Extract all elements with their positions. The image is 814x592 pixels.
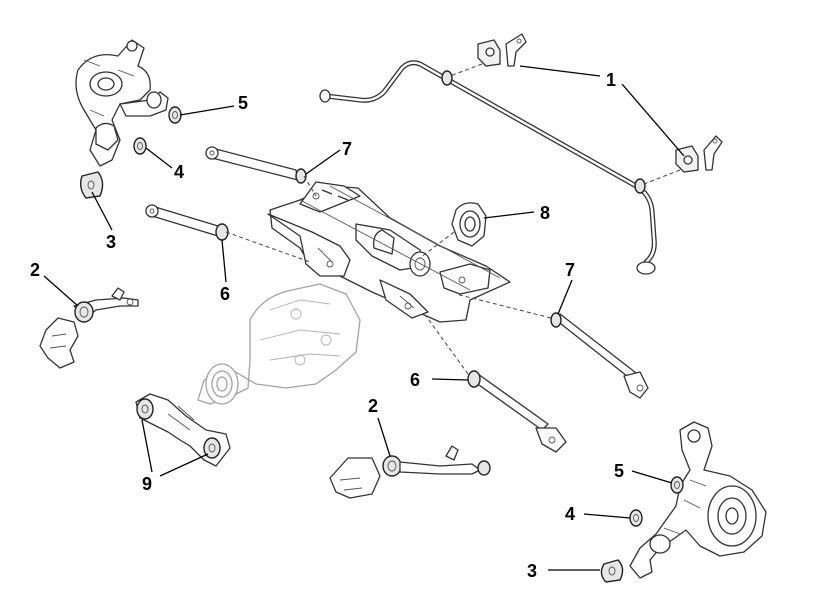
callout-9: 9 [142, 474, 152, 494]
callout-labels: 1 5 4 3 7 8 6 2 7 6 2 9 5 4 3 [30, 70, 624, 581]
callout-7-right: 7 [565, 260, 575, 280]
callout-4-left: 4 [174, 162, 184, 182]
bushing-4-left [133, 137, 147, 155]
callout-7-upper: 7 [342, 139, 352, 159]
lower-lateral-arm-left [145, 204, 229, 241]
trailing-arm-left [39, 287, 139, 369]
bushing-4-right [629, 509, 643, 527]
stabilizer-bushing-bracket-upper [477, 33, 527, 67]
leader-lines [43, 65, 685, 571]
upper-lateral-arm-right [550, 312, 649, 399]
callout-8: 8 [540, 203, 550, 223]
bushing-3-right [600, 559, 624, 583]
bushing-5-left [168, 106, 182, 124]
lower-lateral-arm-right [467, 370, 567, 453]
callout-1: 1 [606, 70, 616, 90]
callout-2-left: 2 [30, 260, 40, 280]
callout-6-upper: 6 [220, 284, 230, 304]
rear-knuckle-left [75, 39, 169, 167]
differential-mount [451, 202, 487, 247]
upper-lateral-arm [205, 146, 307, 184]
callout-6-lower: 6 [410, 370, 420, 390]
trailing-arm-right [329, 445, 491, 499]
rear-differential [197, 283, 361, 405]
rear-subframe [267, 181, 511, 323]
callout-5-left: 5 [238, 93, 248, 113]
callout-5-right: 5 [614, 461, 624, 481]
rear-knuckle-right [629, 421, 767, 579]
callout-3-left: 3 [106, 232, 116, 252]
callout-4-right: 4 [565, 504, 575, 524]
stabilizer-bar [319, 60, 657, 275]
callout-3-right: 3 [527, 561, 537, 581]
stabilizer-bushing-bracket-lower [675, 135, 723, 173]
lower-control-arm-left [135, 393, 231, 467]
bushing-5-right [670, 476, 684, 494]
bushing-3-left [79, 171, 104, 199]
callout-2-right: 2 [368, 396, 378, 416]
